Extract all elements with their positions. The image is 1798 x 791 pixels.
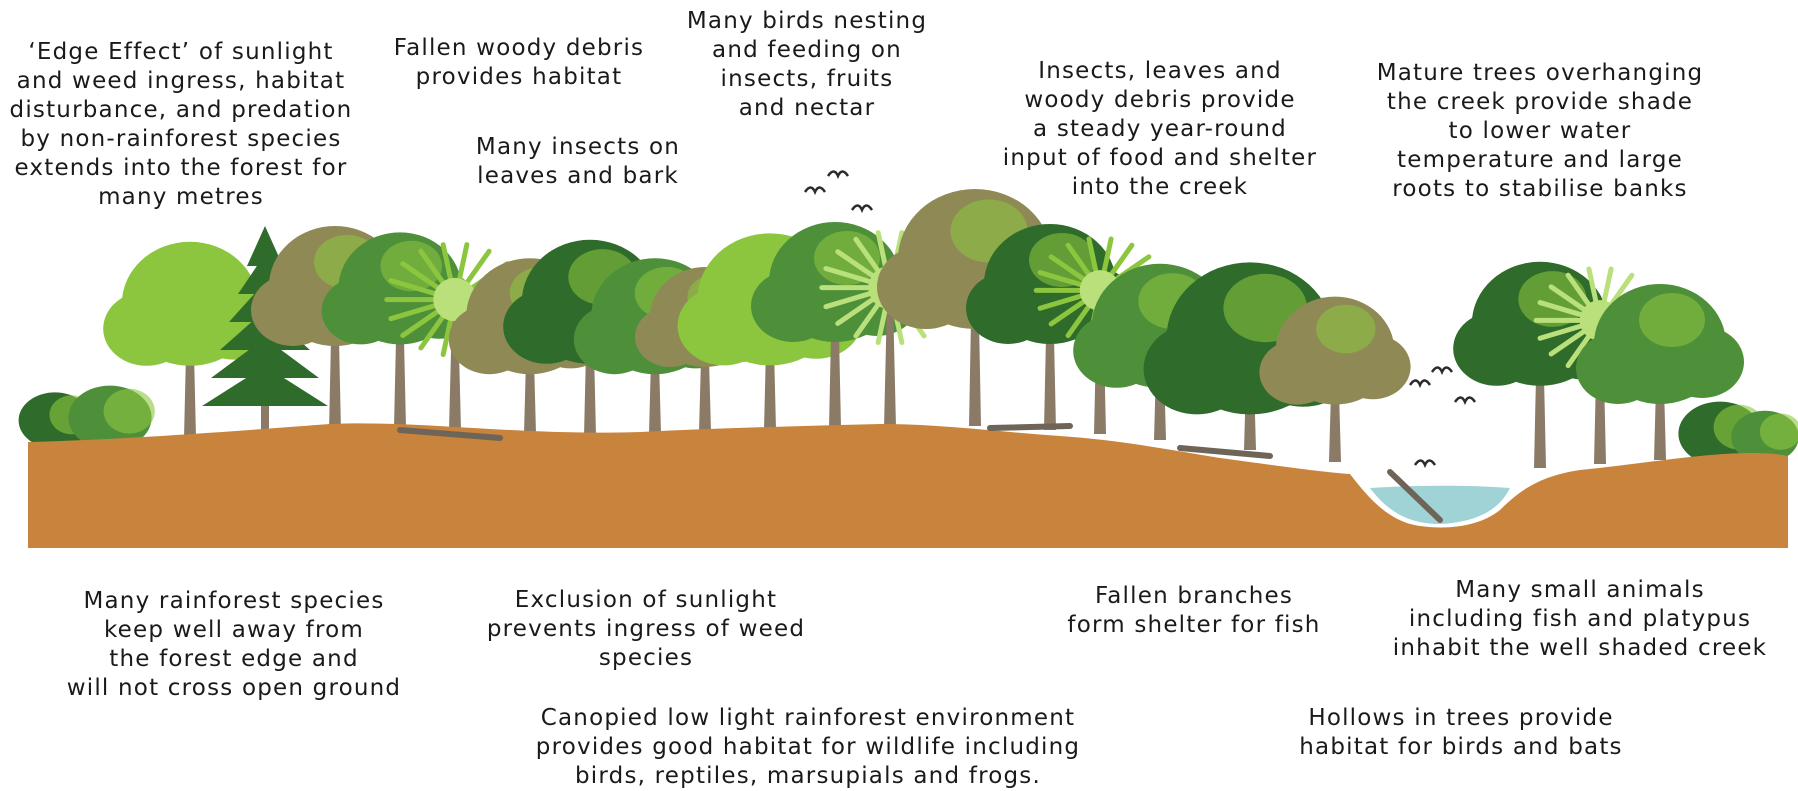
rainforest-species-label: Many rainforest species keep well away f… <box>48 587 420 703</box>
bird-icon <box>852 206 872 211</box>
bird-icon <box>805 188 825 193</box>
bird-icon <box>1455 398 1475 403</box>
bird-icon <box>1432 368 1452 373</box>
bird-icon <box>828 172 848 177</box>
hollows-label: Hollows in trees provide habitat for bir… <box>1282 704 1640 762</box>
canopied-label: Canopied low light rainforest environmen… <box>508 704 1108 791</box>
bird-icon <box>1410 381 1430 386</box>
small-animals-label: Many small animals including fish and pl… <box>1370 576 1790 663</box>
exclusion-sunlight-label: Exclusion of sunlight prevents ingress o… <box>470 586 822 673</box>
bird-icon <box>1415 461 1435 466</box>
fallen-log <box>990 426 1070 428</box>
ground <box>28 423 1788 548</box>
fallen-branches-label: Fallen branches form shelter for fish <box>1052 582 1336 640</box>
